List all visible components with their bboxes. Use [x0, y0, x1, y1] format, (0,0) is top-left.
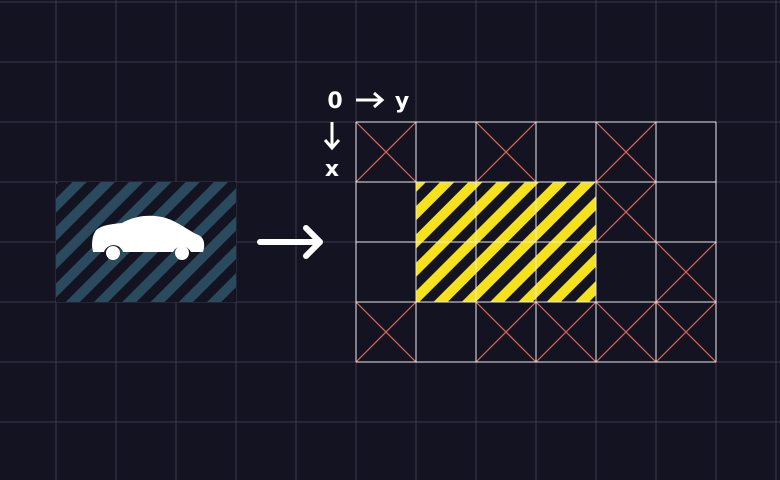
blocked-cell — [535, 301, 597, 363]
blocked-cross-line — [475, 301, 537, 363]
car-front-wheel — [175, 246, 189, 260]
blocked-cross-line — [595, 301, 657, 363]
blocked-cell — [655, 301, 717, 363]
blocked-cross-line — [535, 301, 597, 363]
blocked-cell — [655, 241, 717, 303]
x-axis-arrow-icon — [323, 122, 341, 151]
blocked-cell — [595, 301, 657, 363]
blocked-cell — [475, 121, 537, 183]
blocked-cell — [355, 301, 417, 363]
blocked-cross-line — [655, 301, 717, 363]
blocked-cross-line — [355, 121, 417, 183]
blocked-cell — [475, 301, 537, 363]
x-axis-label: x — [325, 157, 339, 182]
blocked-cell — [595, 121, 657, 183]
right-arrow-icon — [257, 225, 323, 259]
blocked-cell — [595, 181, 657, 243]
blocked-cross-line — [595, 121, 657, 183]
car-rear-wheel — [106, 246, 120, 260]
origin-label: 0 — [327, 89, 342, 114]
blocked-cross-line — [595, 181, 657, 243]
axis-labels: 0 y x — [323, 89, 409, 182]
y-axis-arrow-icon — [356, 91, 385, 109]
placement-grid — [355, 121, 717, 363]
blocked-cross-line — [655, 241, 717, 303]
car-icon — [92, 215, 205, 252]
blocked-cross-line — [475, 121, 537, 183]
blocked-cross-line — [355, 301, 417, 363]
blocked-cell — [355, 121, 417, 183]
y-axis-label: y — [395, 89, 409, 114]
source-image-tile — [56, 182, 236, 302]
